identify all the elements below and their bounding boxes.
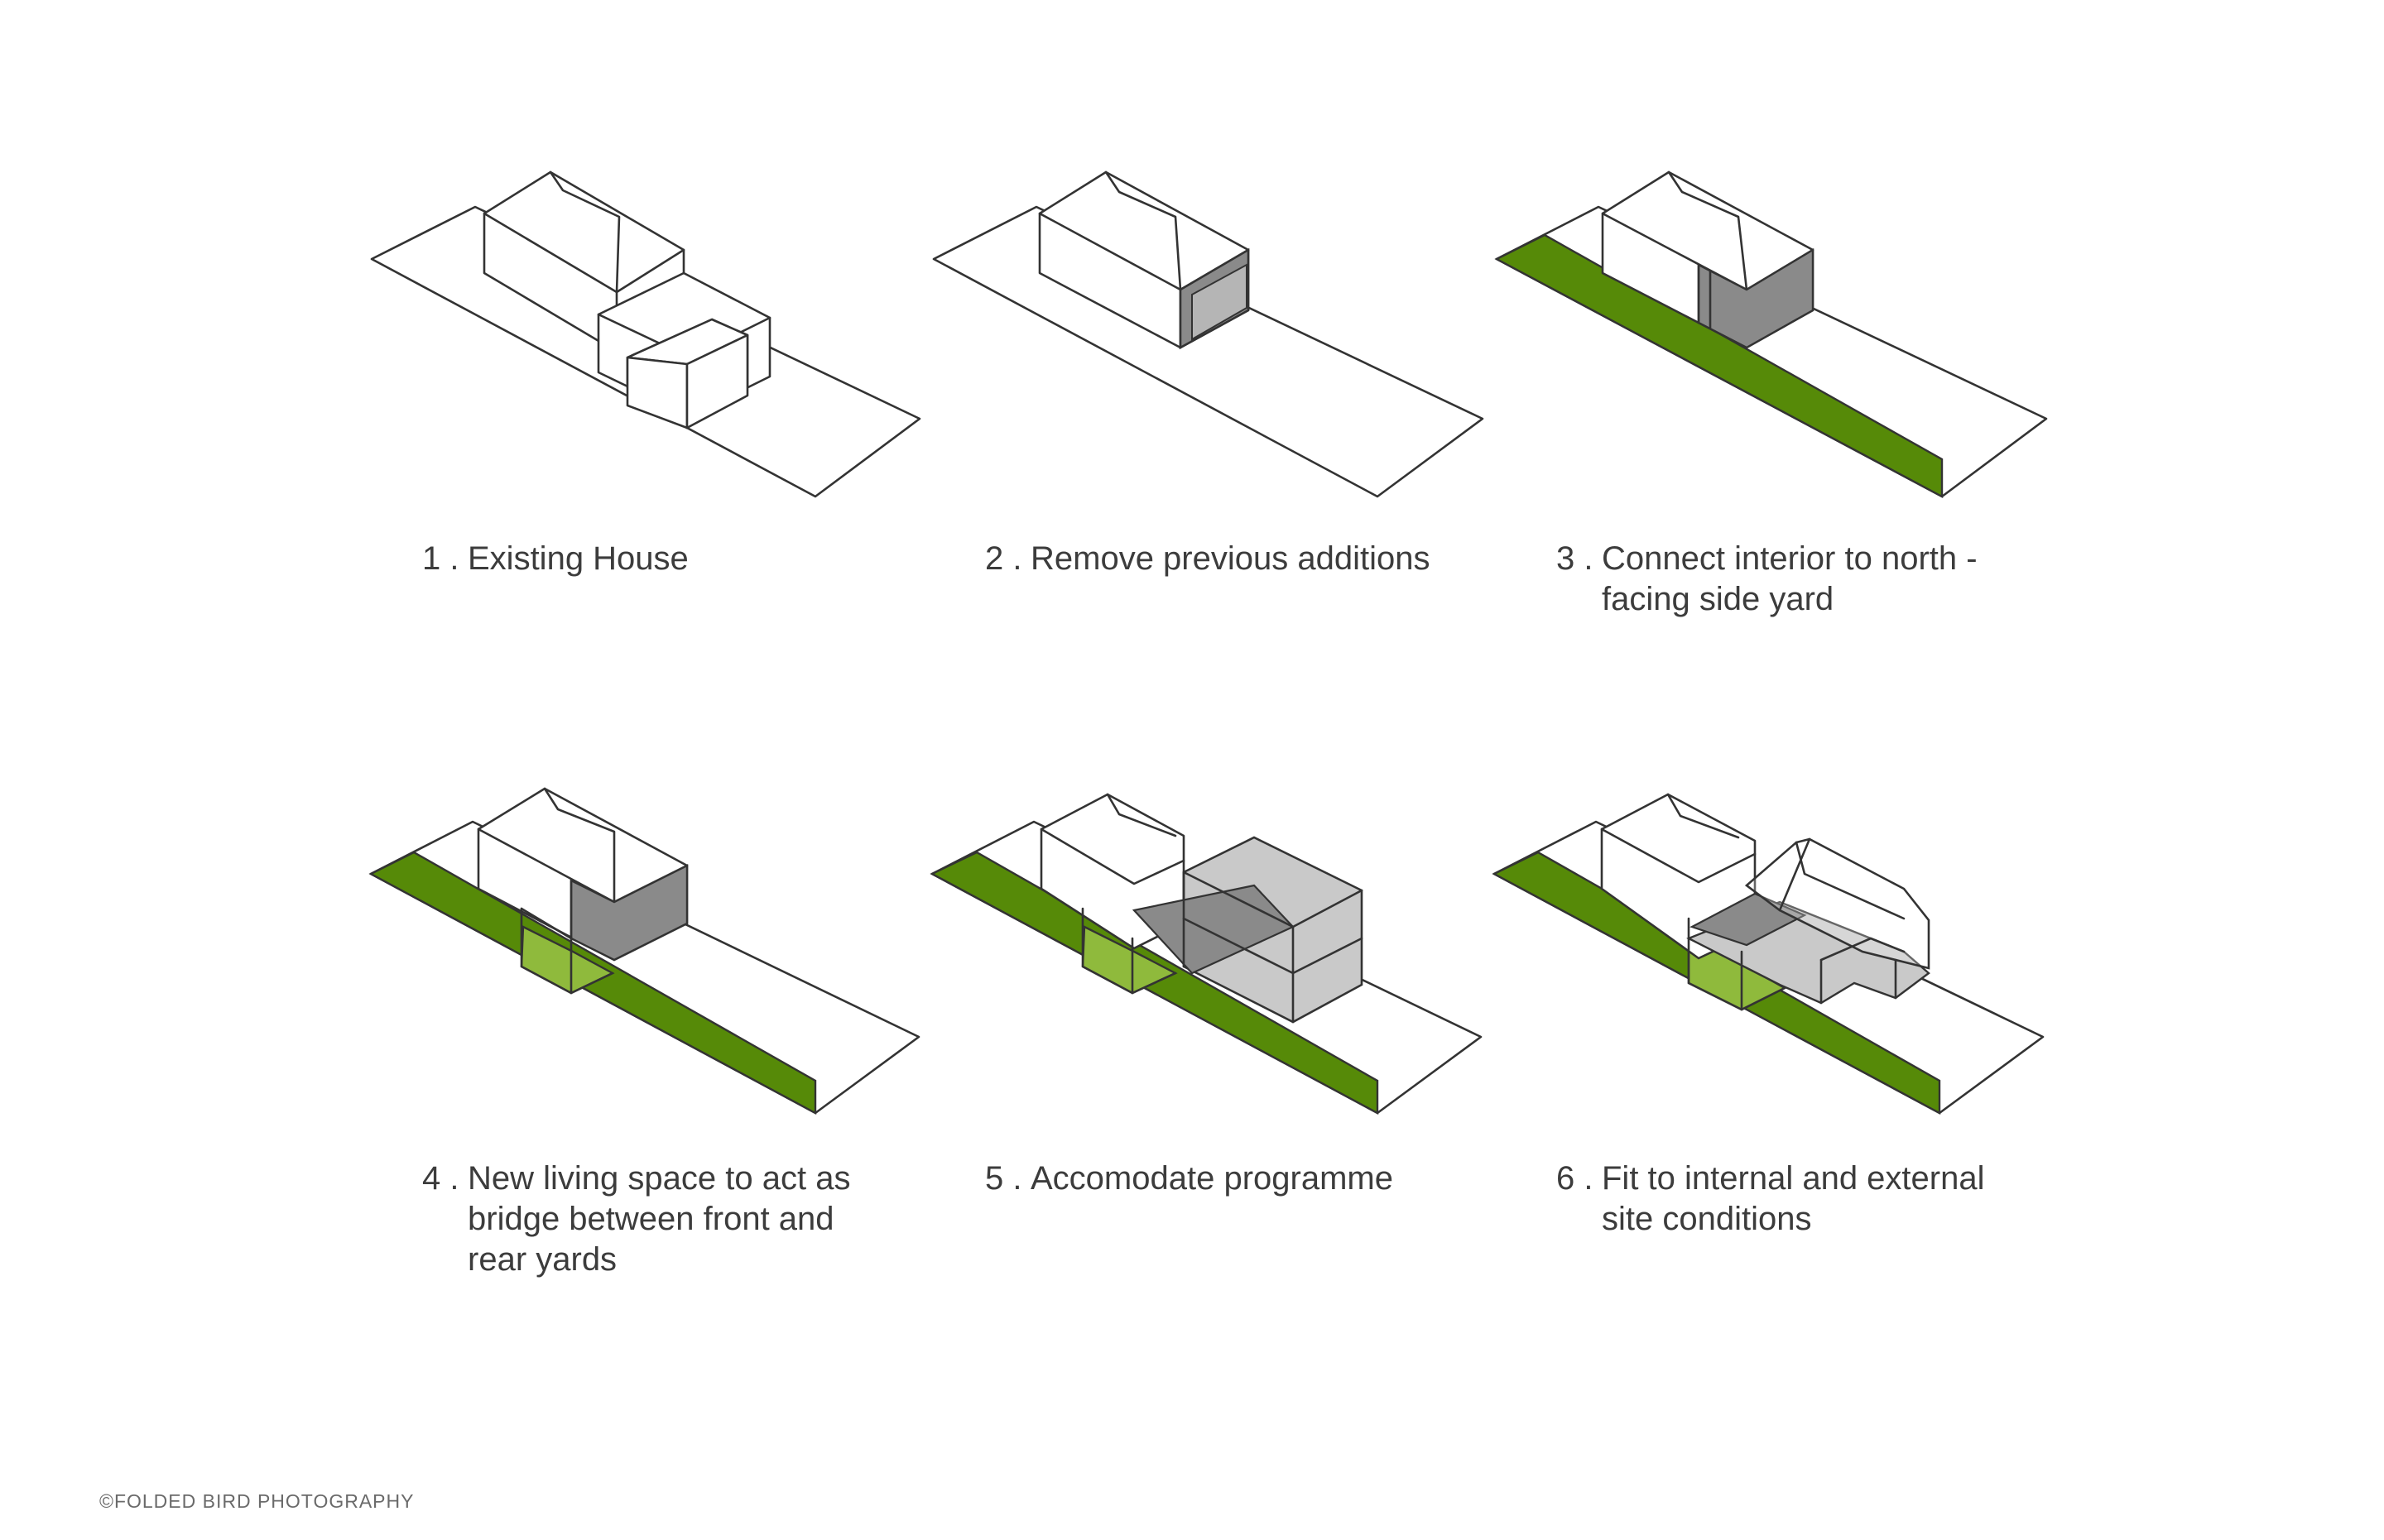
panel-connect-side-yard <box>1494 170 2048 499</box>
panel-fit-site-conditions <box>1492 793 2045 1115</box>
caption-4: 4 . New living space to act as bridge be… <box>422 1160 850 1278</box>
caption-5-number: 5 . <box>985 1160 1021 1197</box>
panel-accommodate-programme <box>930 793 1483 1115</box>
caption-1-line-1: Existing House <box>468 540 689 577</box>
caption-3-line-2: facing side yard <box>1602 581 1834 617</box>
house-volume <box>1038 170 1250 350</box>
programme-volume <box>1132 836 1363 1024</box>
caption-5: 5 . Accomodate programme <box>985 1160 1393 1197</box>
caption-3-number: 3 . <box>1556 540 1593 577</box>
house-volume <box>1601 170 1814 349</box>
side-yard-green <box>1494 233 1944 499</box>
bridge-frame <box>1081 907 1177 995</box>
caption-6-line-1: Fit to internal and external <box>1602 1160 1984 1197</box>
bridge-frame <box>520 907 614 995</box>
caption-6-number: 6 . <box>1556 1160 1593 1197</box>
caption-2-number: 2 . <box>985 540 1021 577</box>
bridge-frame <box>1687 917 1786 1011</box>
caption-4-number: 4 . <box>422 1160 459 1197</box>
caption-4-line-1: New living space to act as <box>468 1160 850 1197</box>
rear-addition-volume-2 <box>626 318 749 429</box>
caption-5-line-1: Accomodate programme <box>1031 1160 1393 1197</box>
caption-3: 3 . Connect interior to north - facing s… <box>1556 540 1978 617</box>
caption-1-number: 1 . <box>422 540 459 577</box>
caption-4-line-2: bridge between front and <box>468 1201 834 1237</box>
fitted-roof-volume <box>1686 837 1930 1005</box>
caption-6-line-2: site conditions <box>1602 1201 1811 1237</box>
panel-living-space-bridge <box>368 787 920 1115</box>
caption-1: 1 . Existing House <box>422 540 689 577</box>
caption-6: 6 . Fit to internal and external site co… <box>1556 1160 1984 1237</box>
caption-4-line-3: rear yards <box>468 1241 617 1278</box>
caption-2: 2 . Remove previous additions <box>985 540 1430 577</box>
house-volume <box>477 787 689 962</box>
panel-remove-additions <box>932 170 1484 498</box>
caption-2-line-1: Remove previous additions <box>1031 540 1430 577</box>
panel-existing-house <box>370 170 921 498</box>
caption-3-line-1: Connect interior to north - <box>1602 540 1978 577</box>
photo-credit: ©FOLDED BIRD PHOTOGRAPHY <box>99 1490 414 1512</box>
